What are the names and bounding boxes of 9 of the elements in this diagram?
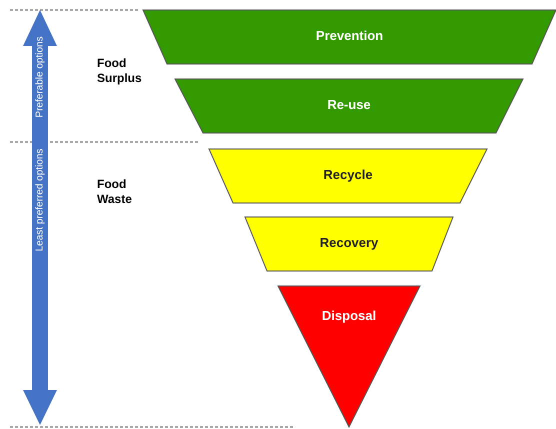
tier-label: Re-use [326,97,372,112]
category-label: Food Surplus [97,56,143,86]
tier-label: Disposal [320,308,378,323]
tier-label: Recycle [322,167,374,182]
tier-label: Recovery [318,235,380,250]
tier-label: Prevention [314,28,384,43]
arrow-label: Preferable options [34,36,46,118]
arrow-label: Least preferred options [34,148,46,252]
category-label: Food Waste [97,177,133,207]
